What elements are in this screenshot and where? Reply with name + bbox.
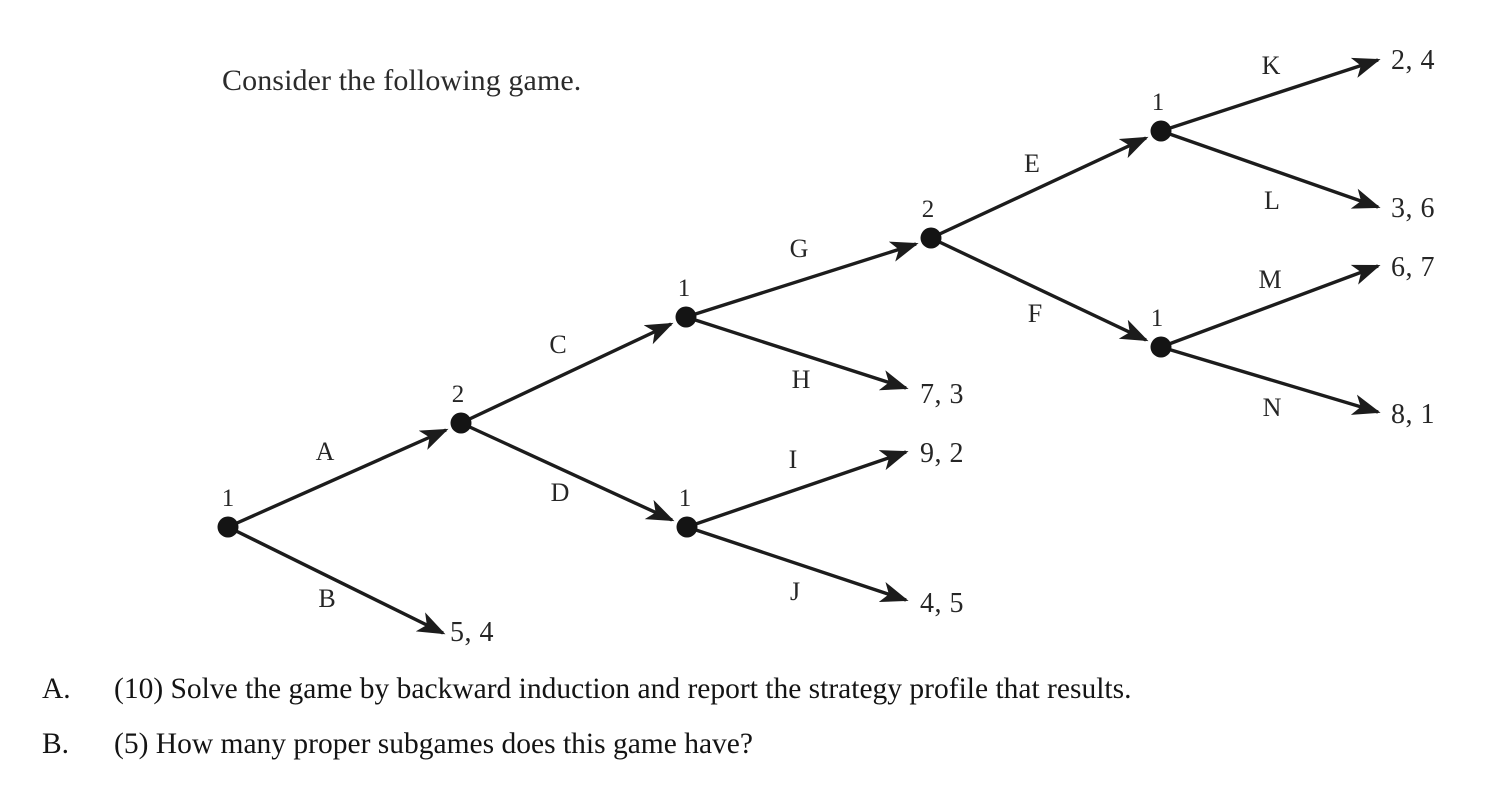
payoff-j: 4, 5 <box>920 588 964 619</box>
action-label-j: J <box>790 577 800 606</box>
decision-node-n1f <box>1150 336 1172 358</box>
decision-node-root <box>217 516 239 538</box>
tree-branch-d <box>460 421 675 522</box>
decision-node-n2a <box>450 412 472 434</box>
tree-branch-h <box>685 315 909 391</box>
tree-branch-c <box>460 322 674 425</box>
question-row-b: B. (5) How many proper subgames does thi… <box>42 727 1482 762</box>
question-b-text: (5) How many proper subgames does this g… <box>114 727 753 760</box>
action-label-n: N <box>1263 393 1282 422</box>
player-label-n1e: 1 <box>1152 89 1165 116</box>
decision-node-n1d <box>676 516 698 538</box>
tree-branch-n <box>1160 345 1381 415</box>
payoff-i: 9, 2 <box>920 438 964 469</box>
tree-nodes: 1 2 1 1 2 1 1 <box>217 89 1172 538</box>
tree-branch-f <box>930 236 1149 342</box>
tree-branch-l <box>1160 129 1381 209</box>
action-label-b: B <box>318 584 335 613</box>
game-tree-diagram: 1 2 1 1 2 1 1 A B C D G H I J E F K L M N 5, 4 7, 3 9, 2 4, 5 2… <box>217 45 1435 648</box>
action-label-l: L <box>1264 186 1280 215</box>
tree-branch-m <box>1160 264 1381 349</box>
action-label-e: E <box>1024 149 1040 178</box>
tree-branch-i <box>686 450 909 529</box>
player-label-n1f: 1 <box>1151 305 1164 332</box>
player-label-n1d: 1 <box>679 485 692 512</box>
tree-action-labels: A B C D G H I J E F K L M N <box>316 51 1282 613</box>
tree-branch-a <box>227 428 449 529</box>
action-label-f: F <box>1028 299 1042 328</box>
action-label-g: G <box>790 234 809 263</box>
payoff-k: 2, 4 <box>1391 45 1435 76</box>
action-label-c: C <box>549 330 566 359</box>
question-row-a: A. (10) Solve the game by backward induc… <box>42 672 1482 707</box>
question-a-text: (10) Solve the game by backward inductio… <box>114 673 1132 705</box>
tree-branch-j <box>686 525 909 603</box>
question-a-marker: A. <box>42 673 71 705</box>
payoff-l: 3, 6 <box>1391 193 1435 224</box>
tree-branch-g <box>685 241 919 319</box>
tree-branch-k <box>1160 57 1381 133</box>
tree-edges <box>227 57 1381 635</box>
action-label-h: H <box>792 365 811 394</box>
action-label-k: K <box>1262 51 1281 80</box>
question-b-marker: B. <box>42 727 70 760</box>
tree-branch-e <box>930 136 1149 240</box>
decision-node-n1e <box>1150 120 1172 142</box>
player-label-n2g: 2 <box>922 196 935 223</box>
action-label-a: A <box>316 437 335 466</box>
decision-node-n2g <box>920 227 942 249</box>
payoff-b: 5, 4 <box>450 617 494 648</box>
payoff-n: 8, 1 <box>1391 399 1435 430</box>
player-label-n2a: 2 <box>452 381 465 408</box>
action-label-m: M <box>1258 265 1281 294</box>
player-label-n1c: 1 <box>678 275 691 302</box>
tree-payoffs: 5, 4 7, 3 9, 2 4, 5 2, 4 3, 6 6, 7 8, 1 <box>450 45 1435 648</box>
action-label-i: I <box>789 445 798 474</box>
player-label-root: 1 <box>222 485 235 512</box>
questions-list: A. (10) Solve the game by backward induc… <box>42 672 1482 782</box>
action-label-d: D <box>551 478 570 507</box>
page-title: Consider the following game. <box>222 64 582 97</box>
tree-branch-b <box>227 525 446 635</box>
payoff-h: 7, 3 <box>920 379 964 410</box>
payoff-m: 6, 7 <box>1391 252 1435 283</box>
decision-node-n1c <box>675 306 697 328</box>
